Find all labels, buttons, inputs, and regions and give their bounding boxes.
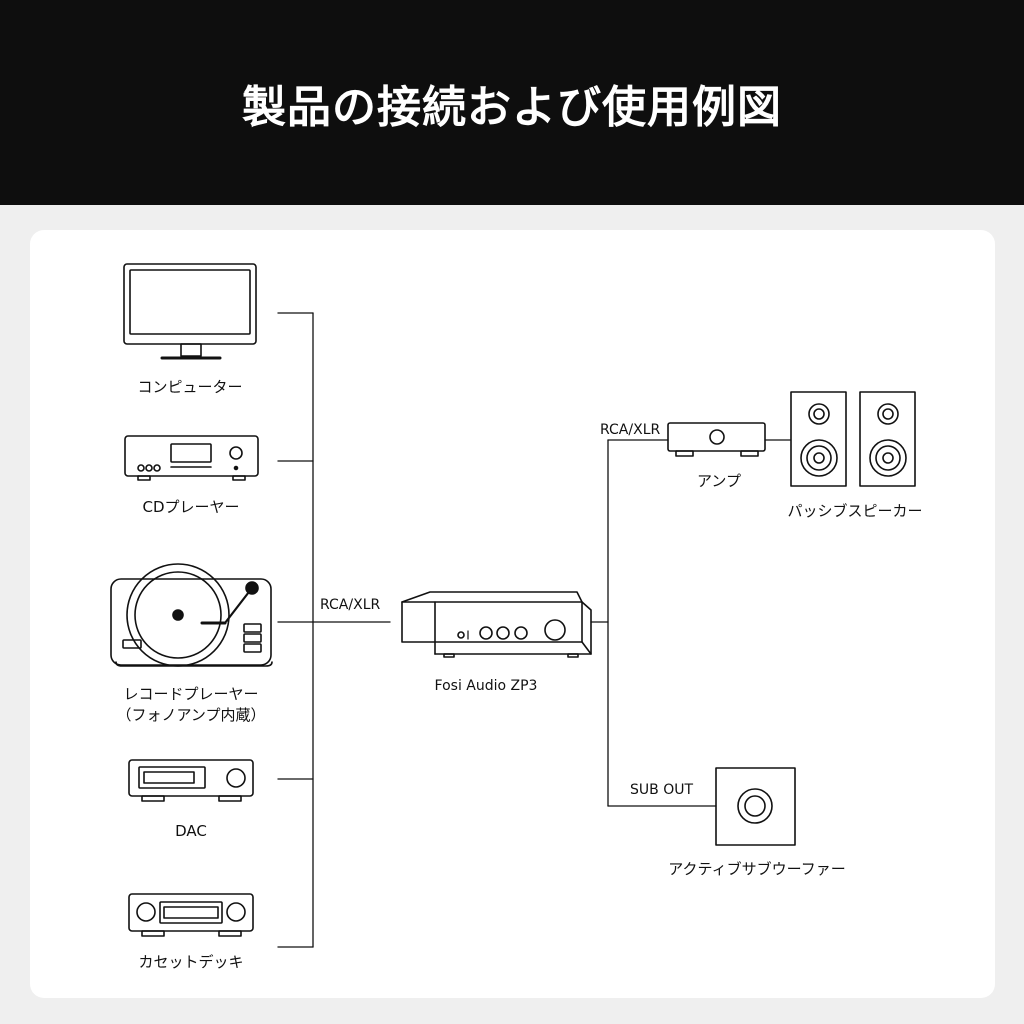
amplifier-icon [667,422,766,457]
output-bus-lines [590,439,791,807]
passive-speakers-icon [790,391,916,487]
input-bus-lines [277,312,391,948]
dac-icon [128,759,254,802]
page-title: 製品の接続および使用例図 [242,81,782,133]
turntable-label: レコードプレーヤー [123,685,259,703]
sub-connection-label: SUB OUT [630,782,694,798]
dac-label: DAC [175,822,207,840]
amp-label: アンプ [697,472,741,490]
turntable-icon [110,563,273,667]
subwoofer-label: アクティブサブウーファー [668,860,846,878]
computer-label: コンピューター [137,378,243,396]
cassette-deck-label: カセットデッキ [138,953,244,971]
speakers-label: パッシブスピーカー [787,502,923,520]
cd-player-icon [124,435,259,481]
subwoofer-icon [715,767,796,846]
header-banner: 製品の接続および使用例図 [0,0,1024,205]
computer-monitor-icon [123,263,257,360]
input-connection-label: RCA/XLR [320,597,381,613]
center-device-label: Fosi Audio ZP3 [434,678,538,694]
fosi-zp3-device-icon [401,591,592,658]
cd-player-label: CDプレーヤー [142,498,240,516]
turntable-sublabel: （フォノアンプ内蔵） [116,706,266,724]
cassette-deck-icon [128,893,254,937]
amp-connection-label: RCA/XLR [600,422,661,438]
